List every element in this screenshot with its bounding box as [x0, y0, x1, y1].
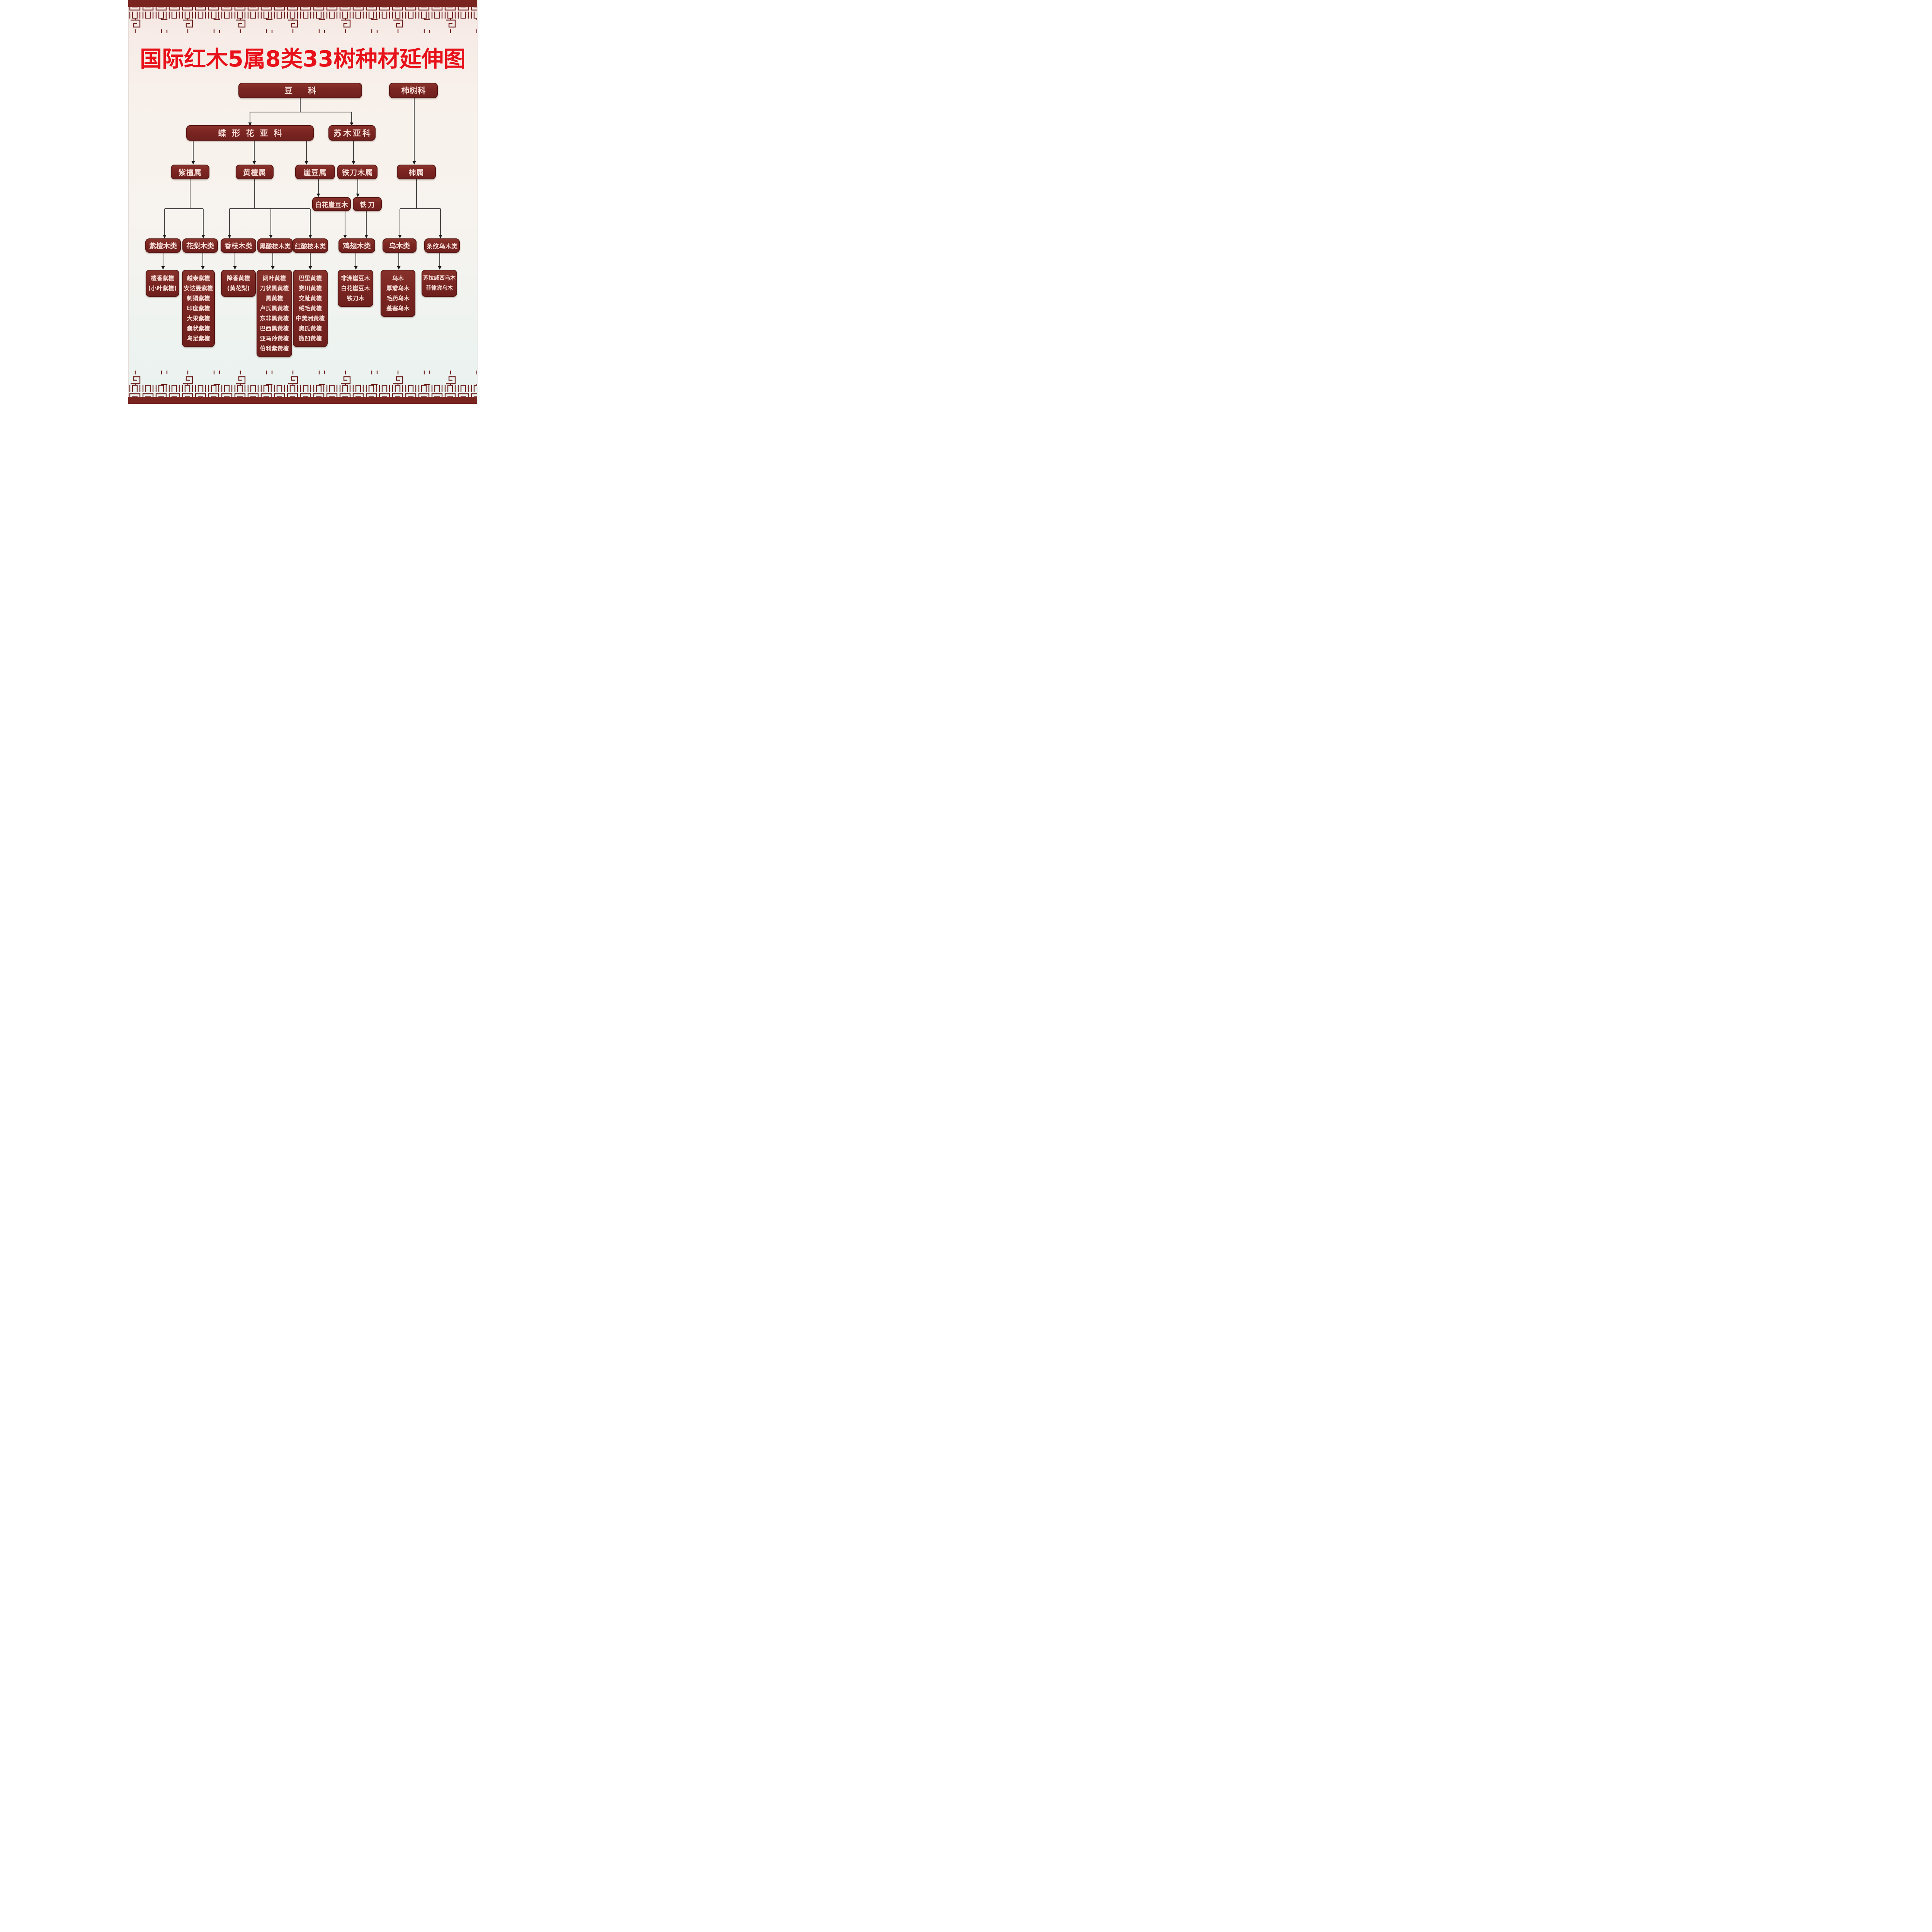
species-list-hualimu: 越柬紫檀安达曼紫檀刺猬紫檀印度紫檀大果紫檀囊状紫檀鸟足紫檀 — [182, 270, 215, 347]
species-list-xiangzhimu: 降香黄檀(黄花梨) — [221, 270, 256, 297]
node-category-zitanmu: 紫檀木类 — [145, 238, 181, 253]
node-genus-senna: 铁刀木属 — [337, 165, 378, 179]
species-list-zitanmu: 檀香紫檀(小叶紫檀) — [146, 270, 179, 297]
node-baihua-yadoumu: 白花崖豆木 — [312, 197, 351, 211]
node-category-heisuanzhimu: 黑酸枝木类 — [257, 238, 293, 253]
node-genus-millettia: 崖豆属 — [295, 165, 335, 179]
node-family-legume: 豆科 — [238, 83, 362, 98]
fretwork-border-top — [128, 0, 477, 33]
page-title: 国际红木5属8类33树种材延伸图 — [140, 46, 466, 72]
species-list-jichimu: 非洲崖豆木白花崖豆木铁刀木 — [338, 270, 373, 307]
node-subfamily-caesalpinioideae: 苏木亚科 — [328, 125, 376, 141]
node-genus-diospyros: 柿属 — [397, 165, 436, 179]
node-category-tiaowenwumu: 条纹乌木类 — [424, 238, 460, 253]
node-category-hualimu: 花梨木类 — [182, 238, 218, 253]
node-category-xiangzhimu: 香枝木类 — [221, 238, 256, 253]
node-tiedao: 铁刀 — [353, 197, 382, 211]
species-list-wumu: 乌木厚瓣乌木毛药乌木蓬塞乌木 — [381, 270, 415, 317]
species-list-tiaowenwumu: 苏拉威西乌木菲律宾乌木 — [422, 270, 457, 297]
node-subfamily-papilionoideae: 蝶形花亚科 — [186, 125, 314, 141]
poster-canvas: 国际红木5属8类33树种材延伸图 — [0, 0, 606, 404]
species-list-heisuanzhimu: 阔叶黄檀刀状黑黄檀黑黄檀卢氏黑黄檀东非黑黄檀巴西黑黄檀亚马孙黄檀伯利紫黄檀 — [257, 270, 292, 357]
node-category-hongsuanzhimu: 红酸枝木类 — [293, 238, 328, 253]
node-genus-pterocarpus: 紫檀属 — [171, 165, 209, 179]
node-category-wumu: 乌木类 — [383, 238, 417, 253]
node-category-jichimu: 鸡翅木类 — [338, 238, 375, 253]
node-family-persimmon: 柿树科 — [389, 83, 438, 98]
node-genus-dalbergia: 黄檀属 — [236, 165, 274, 179]
fretwork-border-bottom — [128, 371, 477, 404]
species-list-hongsuanzhimu: 巴里黄檀赛川黄檀交趾黄檀绒毛黄檀中美洲黄檀奥氏黄檀微凹黄檀 — [293, 270, 328, 347]
